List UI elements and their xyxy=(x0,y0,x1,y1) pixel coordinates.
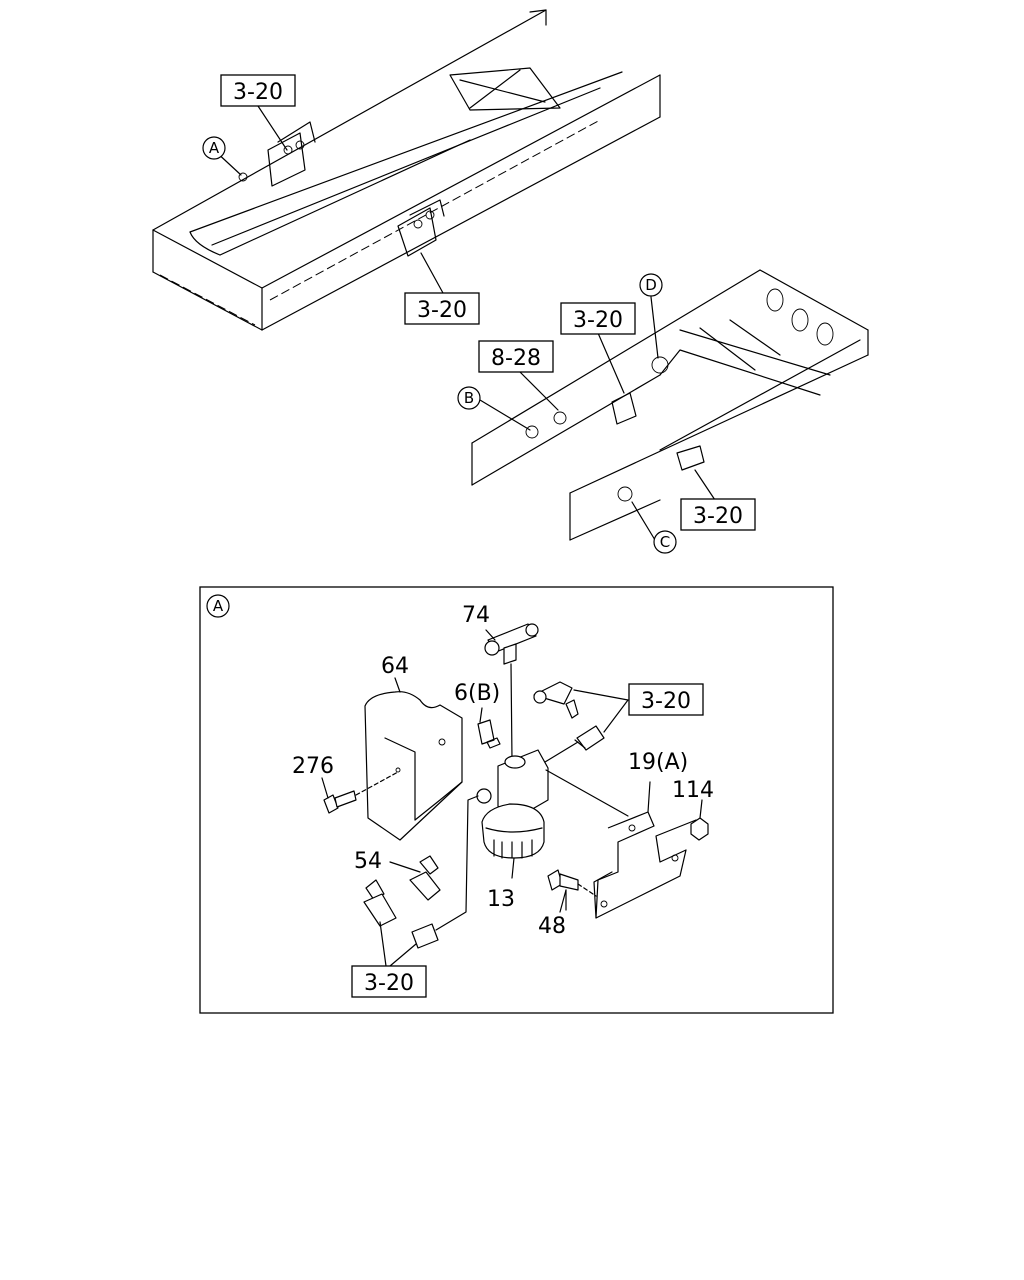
part-label: 74 xyxy=(462,603,490,628)
part-label: 6(B) xyxy=(454,681,500,706)
ref-label: 3-20 xyxy=(693,504,743,529)
callout-a: A xyxy=(209,139,220,157)
ref-label: 3-20 xyxy=(364,971,414,996)
upper-frame-drawing xyxy=(152,9,661,331)
ref-label: 3-20 xyxy=(641,689,691,714)
lower-frame-drawing xyxy=(471,269,869,541)
detail-a-drawing xyxy=(323,623,709,967)
ref-label: 3-20 xyxy=(233,80,283,105)
part-label: 19(A) xyxy=(628,750,688,775)
detail-a-frame xyxy=(199,586,834,1014)
part-label: 64 xyxy=(381,654,409,679)
part-label: 13 xyxy=(487,887,515,912)
part-label: 276 xyxy=(292,754,334,779)
callout-d: D xyxy=(645,276,657,294)
ref-label: 3-20 xyxy=(417,298,467,323)
callout-b: B xyxy=(464,389,474,407)
callout-c: C xyxy=(660,533,670,551)
callout-a-detail: A xyxy=(213,597,224,615)
part-label: 114 xyxy=(672,778,714,803)
part-label: 54 xyxy=(354,849,382,874)
part-label: 48 xyxy=(538,914,566,939)
ref-label: 8-28 xyxy=(491,346,541,371)
ref-label: 3-20 xyxy=(573,308,623,333)
